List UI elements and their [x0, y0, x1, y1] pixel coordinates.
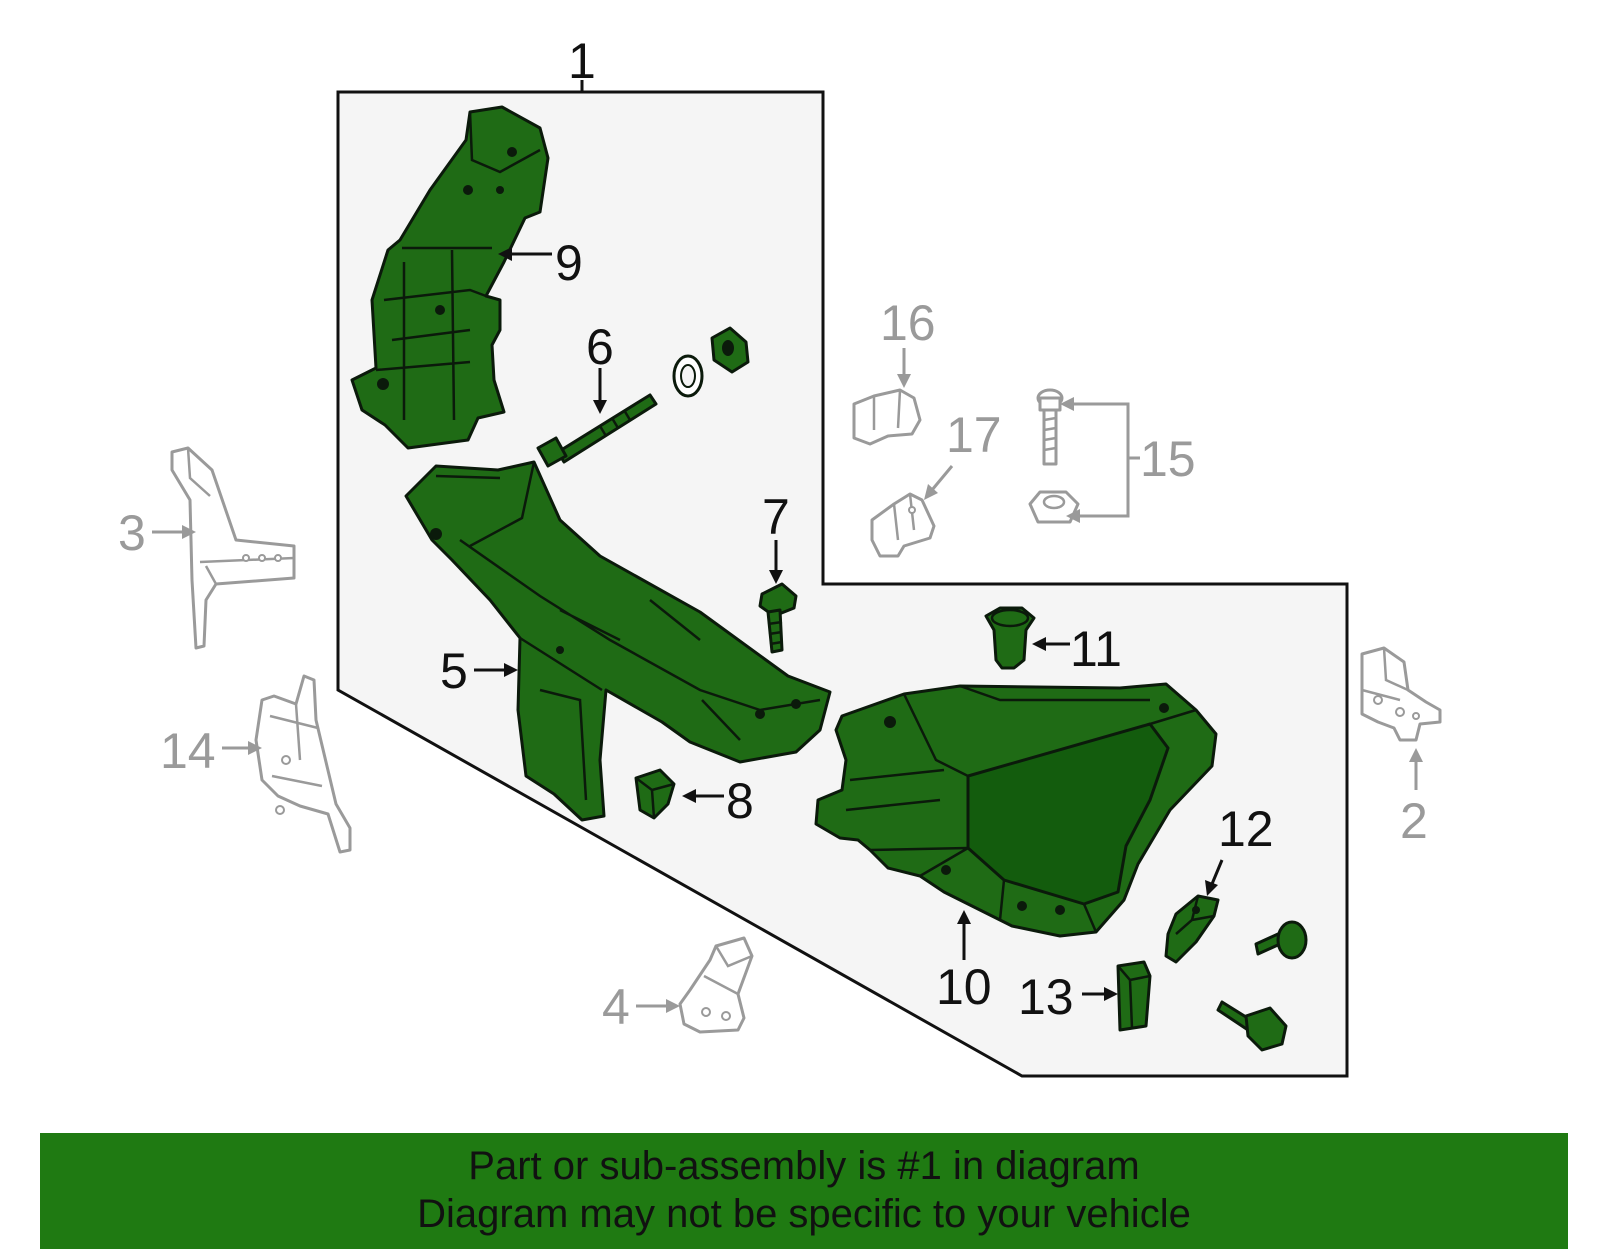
callout-12-arrow	[1205, 880, 1218, 896]
part-11-push-pin[interactable]	[984, 606, 1036, 670]
callout-5-arrow	[504, 663, 518, 677]
callout-10-arrow	[957, 910, 971, 924]
callout-15-arrow-top	[1060, 397, 1074, 411]
info-banner: Part or sub-assembly is #1 in diagram Di…	[40, 1133, 1568, 1249]
callout-12-leader	[1210, 859, 1224, 885]
callout-15-arrow-bottom	[1066, 509, 1080, 523]
part-2-bracket[interactable]	[1360, 646, 1442, 742]
callout-15-bracket	[1070, 402, 1140, 518]
callout-4: 4	[602, 979, 630, 1035]
part-10-lamp-panel[interactable]	[814, 682, 1218, 938]
callout-4-arrow	[666, 999, 680, 1013]
part-13-clip[interactable]	[1116, 960, 1152, 1032]
callout-12: 12	[1218, 801, 1274, 857]
callout-1: 1	[568, 33, 596, 89]
callout-17: 17	[946, 407, 1002, 463]
callout-7-arrow	[769, 570, 783, 584]
part-5-tie-bar[interactable]	[404, 460, 832, 822]
part-7-bolt[interactable]	[758, 582, 798, 654]
callout-13-arrow	[1104, 987, 1118, 1001]
callout-15: 15	[1140, 431, 1196, 487]
callout-6: 6	[586, 319, 614, 375]
callout-17-arrow	[924, 484, 938, 500]
callout-3: 3	[118, 505, 146, 561]
banner-line-2: Diagram may not be specific to your vehi…	[417, 1192, 1191, 1236]
callout-3-arrow	[182, 525, 196, 539]
callout-5: 5	[440, 643, 468, 699]
part-8-clip[interactable]	[634, 768, 676, 820]
flange-nut[interactable]	[710, 326, 750, 374]
callout-13: 13	[1018, 969, 1074, 1025]
callout-8: 8	[726, 773, 754, 829]
callout-8-arrow	[682, 789, 696, 803]
callout-11: 11	[1070, 621, 1122, 677]
callout-16-arrow	[897, 374, 911, 388]
callout-9: 9	[555, 235, 583, 291]
flange-bolt-fastener[interactable]	[1216, 1000, 1288, 1052]
screw-fastener[interactable]	[1254, 920, 1308, 960]
callout-17-leader	[930, 465, 954, 491]
callout-2-arrow	[1409, 748, 1423, 762]
callout-7: 7	[762, 489, 790, 545]
callout-14: 14	[160, 723, 216, 779]
callout-10: 10	[936, 959, 992, 1015]
part-17-clip[interactable]	[870, 492, 936, 558]
callout-9-arrow	[498, 247, 512, 261]
callout-16: 16	[880, 295, 936, 351]
callout-14-arrow	[248, 741, 262, 755]
part-14-bracket[interactable]	[254, 674, 352, 854]
part-6-bolt[interactable]	[536, 393, 658, 468]
part-12-bracket[interactable]	[1164, 894, 1220, 964]
callout-11-arrow	[1032, 637, 1046, 651]
part-4-bracket[interactable]	[678, 936, 754, 1034]
part-9-side-support[interactable]	[350, 105, 550, 450]
part-15-bolt[interactable]	[1036, 388, 1064, 466]
callout-6-arrow	[593, 400, 607, 414]
callout-2: 2	[1400, 793, 1428, 849]
part-15-nut[interactable]	[1028, 490, 1080, 524]
part-16-clip[interactable]	[852, 388, 922, 446]
washer[interactable]	[672, 354, 704, 398]
part-3-bracket[interactable]	[170, 446, 296, 650]
banner-line-1: Part or sub-assembly is #1 in diagram	[468, 1144, 1140, 1188]
